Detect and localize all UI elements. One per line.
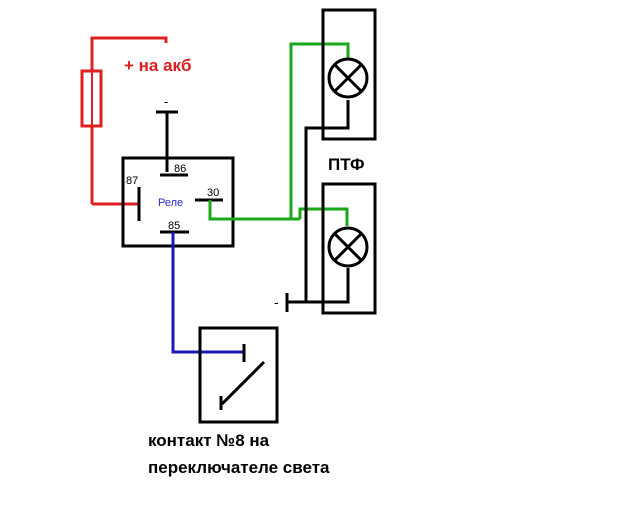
battery-plus-label: + на акб bbox=[124, 56, 192, 75]
relay-ground-icon bbox=[156, 110, 178, 172]
switch-label-line2: переключателе света bbox=[148, 458, 330, 477]
fog-lamp-upper bbox=[304, 8, 377, 302]
control-wire bbox=[171, 232, 244, 354]
positive-wire bbox=[90, 36, 168, 206]
switch-label-line1: контакт №8 на bbox=[148, 431, 270, 450]
pin-86-label: 86 bbox=[174, 163, 186, 175]
pin-85-label: 85 bbox=[168, 220, 180, 232]
relay-ground-label: - bbox=[164, 94, 168, 109]
pin-30-label: 30 bbox=[207, 187, 219, 199]
light-switch bbox=[198, 326, 279, 424]
lamp-ground-label: - bbox=[274, 294, 279, 310]
lamp-wire bbox=[208, 42, 350, 226]
pin-87-label: 87 bbox=[126, 175, 138, 187]
relay-name-label: Реле bbox=[158, 197, 183, 209]
fog-lights-label: ПТФ bbox=[328, 155, 364, 174]
fuse-icon bbox=[80, 69, 103, 128]
fog-lamp-lower bbox=[288, 182, 377, 315]
